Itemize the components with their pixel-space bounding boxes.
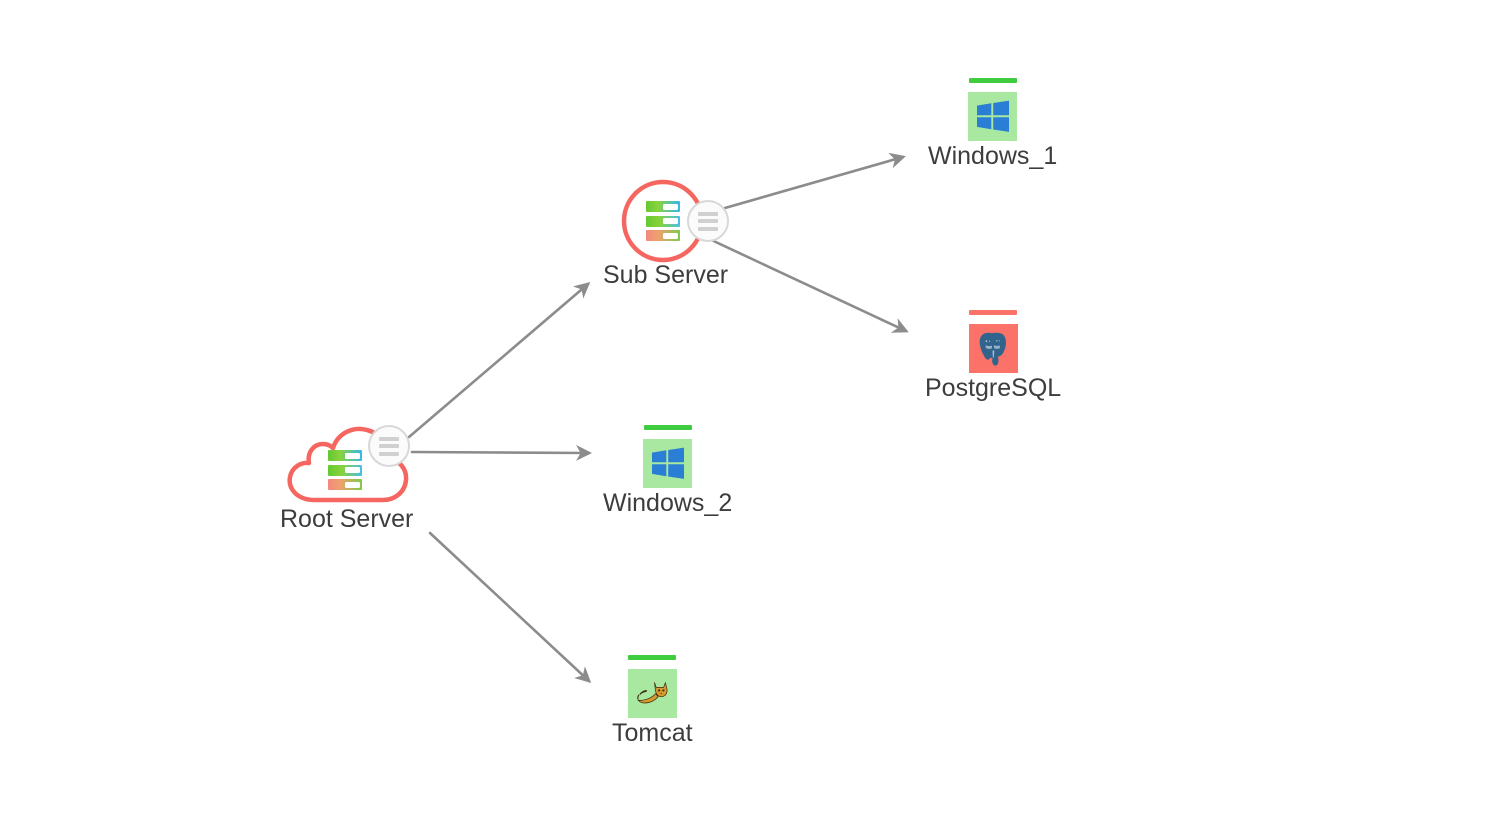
tomcat-icon xyxy=(637,681,668,703)
node-label-windows-2: Windows_2 xyxy=(603,489,733,517)
node-root-server[interactable]: Root Server xyxy=(280,420,413,534)
app-tile-tomcat[interactable] xyxy=(627,669,677,718)
windows-icon xyxy=(651,447,684,479)
edge-sub-to-windows-1 xyxy=(709,152,906,214)
server-rack-icon xyxy=(645,201,680,241)
hamburger-bar xyxy=(378,444,399,448)
node-label-sub-server: Sub Server xyxy=(603,261,729,289)
status-bar-tomcat xyxy=(628,655,677,660)
node-label-windows-1: Windows_1 xyxy=(928,142,1058,170)
hamburger-bar xyxy=(378,451,399,456)
sub-server-shape[interactable] xyxy=(621,176,729,266)
app-tile-windows-1[interactable] xyxy=(968,92,1018,141)
status-bar-postgresql xyxy=(969,310,1018,315)
node-label-postgresql: PostgreSQL xyxy=(925,374,1062,402)
hamburger-bar xyxy=(697,219,718,223)
postgresql-icon xyxy=(979,332,1006,366)
cloud-icon xyxy=(287,426,408,503)
hamburger-bar xyxy=(378,436,399,441)
node-label-tomcat: Tomcat xyxy=(612,719,693,747)
node-tomcat[interactable]: Tomcat xyxy=(612,655,693,748)
node-windows-1[interactable]: Windows_1 xyxy=(928,78,1057,171)
hamburger-bar xyxy=(697,211,718,216)
edge-root-to-windows-2 xyxy=(410,444,592,461)
node-label-root-server: Root Server xyxy=(280,505,414,533)
hamburger-bar xyxy=(697,226,718,231)
hamburger-menu-badge[interactable] xyxy=(367,425,410,467)
node-sub-server[interactable]: Sub Server xyxy=(603,176,729,290)
status-bar-windows-1 xyxy=(968,78,1017,83)
node-postgresql[interactable]: PostgreSQL xyxy=(925,310,1061,403)
edge-sub-to-postgresql xyxy=(703,235,909,333)
hamburger-menu-badge[interactable] xyxy=(686,200,729,242)
edge-root-to-sub xyxy=(407,282,591,439)
app-tile-postgresql[interactable] xyxy=(968,324,1018,373)
root-server-shape[interactable] xyxy=(282,420,412,506)
status-bar-windows-2 xyxy=(643,425,692,430)
windows-icon xyxy=(976,100,1009,132)
server-rack-icon xyxy=(327,450,362,490)
app-tile-windows-2[interactable] xyxy=(643,439,693,488)
edge-root-to-tomcat xyxy=(428,531,592,684)
node-windows-2[interactable]: Windows_2 xyxy=(603,425,732,518)
